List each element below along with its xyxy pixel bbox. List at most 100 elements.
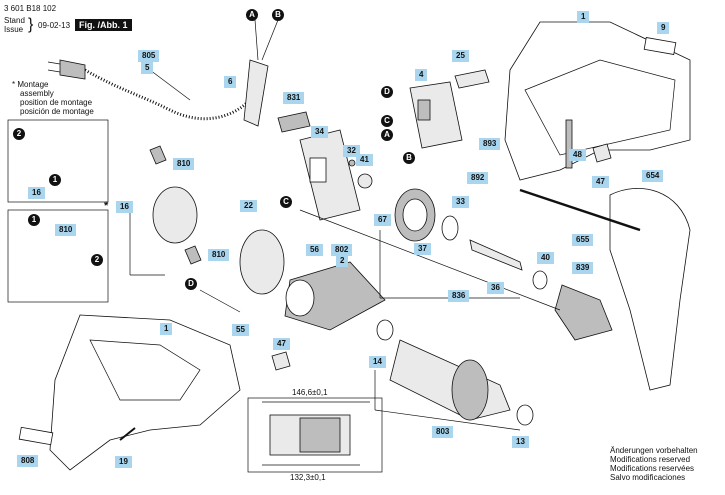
issue-date: 09-02-13 bbox=[38, 21, 71, 30]
cable-guard bbox=[243, 59, 269, 127]
label-808 bbox=[18, 426, 54, 446]
callout-6: 6 bbox=[224, 76, 237, 88]
part-47-bottom bbox=[271, 351, 291, 371]
marker-b-switch: B bbox=[403, 152, 415, 164]
marker-step-1-top: 1 bbox=[49, 174, 61, 186]
callout-839: 839 bbox=[572, 262, 594, 274]
footer-line-3: Modifications reservées bbox=[610, 464, 695, 473]
callout-9: 9 bbox=[657, 22, 670, 34]
assembly-note-3: position de montage bbox=[20, 98, 93, 107]
callout-2: 2 bbox=[336, 255, 349, 267]
callout-810-c: 810 bbox=[208, 249, 230, 261]
callout-803: 803 bbox=[432, 426, 454, 438]
footer-line-4: Salvo modificaciones bbox=[610, 473, 686, 482]
label-9 bbox=[643, 37, 677, 55]
callout-16-b: 16 bbox=[116, 201, 133, 213]
brush-810-top bbox=[149, 145, 167, 165]
callout-836: 836 bbox=[448, 290, 470, 302]
bearing-41 bbox=[357, 173, 373, 189]
marker-d-wire: D bbox=[185, 278, 197, 290]
dimension-bottom: 132,3±0,1 bbox=[290, 473, 326, 482]
part-number: 3 601 B18 102 bbox=[4, 4, 57, 13]
callout-19: 19 bbox=[115, 456, 132, 468]
callout-33: 33 bbox=[452, 196, 469, 208]
depth-rod-655 bbox=[519, 188, 641, 232]
aux-handle-654 bbox=[609, 188, 691, 391]
callout-55: 55 bbox=[232, 324, 249, 336]
callout-655: 655 bbox=[572, 234, 594, 246]
callout-5: 5 bbox=[141, 62, 154, 74]
stand-label: Stand bbox=[4, 16, 25, 25]
star-marker: * bbox=[104, 200, 109, 212]
assembly-note-2: assembly bbox=[20, 89, 54, 98]
brush-plate bbox=[239, 229, 285, 295]
callout-14: 14 bbox=[369, 356, 386, 368]
callout-32: 32 bbox=[343, 145, 360, 157]
marker-a-top: A bbox=[246, 9, 258, 21]
inset-box-top bbox=[7, 119, 109, 203]
callout-892: 892 bbox=[467, 172, 489, 184]
armature-803 bbox=[389, 339, 511, 421]
callout-36: 36 bbox=[487, 282, 504, 294]
gear-plate-34 bbox=[299, 129, 361, 221]
power-cable bbox=[84, 68, 252, 121]
switch-25 bbox=[454, 69, 490, 89]
plug-pin-2 bbox=[47, 69, 61, 73]
ball-32 bbox=[348, 159, 356, 167]
plug-body bbox=[59, 59, 86, 80]
dimension-box bbox=[247, 397, 383, 473]
brace: } bbox=[28, 16, 34, 33]
assembly-note-1: * Montage bbox=[12, 80, 49, 89]
screw-19 bbox=[119, 427, 136, 441]
callout-13: 13 bbox=[512, 436, 529, 448]
callout-810-b: 810 bbox=[55, 224, 77, 236]
bearing-37 bbox=[441, 215, 459, 241]
marker-c-switch: C bbox=[381, 115, 393, 127]
callout-808: 808 bbox=[17, 455, 39, 467]
assembly-note-4: posición de montage bbox=[20, 107, 94, 116]
bearing-13 bbox=[516, 404, 534, 426]
issue-label: Issue bbox=[4, 25, 24, 34]
callout-48: 48 bbox=[569, 149, 586, 161]
callout-16-a: 16 bbox=[28, 187, 45, 199]
callout-810-a: 810 bbox=[173, 158, 195, 170]
marker-c-wire: C bbox=[280, 196, 292, 208]
inset-box-bottom bbox=[7, 209, 109, 303]
callout-37: 37 bbox=[414, 243, 431, 255]
part-47-top bbox=[592, 143, 612, 163]
callout-47-b: 47 bbox=[273, 338, 290, 350]
chuck-839 bbox=[554, 284, 613, 341]
marker-b-top: B bbox=[272, 9, 284, 21]
housing-half-bottom bbox=[49, 314, 241, 471]
marker-step-1-bottom: 1 bbox=[28, 214, 40, 226]
callout-47-a: 47 bbox=[592, 176, 609, 188]
brush-ring-16 bbox=[152, 186, 198, 244]
dimension-top: 146,6±0,1 bbox=[292, 388, 328, 397]
figure-label: Fig. /Abb. 1 bbox=[75, 19, 132, 31]
washer-40 bbox=[532, 270, 548, 290]
callout-893: 893 bbox=[479, 138, 501, 150]
callout-654: 654 bbox=[642, 170, 664, 182]
callout-25: 25 bbox=[452, 50, 469, 62]
brush-810-bottom bbox=[184, 245, 202, 265]
callout-802: 802 bbox=[331, 244, 353, 256]
part-831 bbox=[277, 111, 311, 133]
callout-41: 41 bbox=[356, 154, 373, 166]
callout-4: 4 bbox=[415, 69, 428, 81]
callout-56: 56 bbox=[306, 244, 323, 256]
marker-d-switch: D bbox=[381, 86, 393, 98]
marker-step-2-bottom: 2 bbox=[91, 254, 103, 266]
switch-module bbox=[409, 81, 463, 149]
callout-831: 831 bbox=[283, 92, 305, 104]
callout-1-bottom: 1 bbox=[160, 323, 173, 335]
callout-22: 22 bbox=[240, 200, 257, 212]
callout-805: 805 bbox=[138, 50, 160, 62]
callout-40: 40 bbox=[537, 252, 554, 264]
marker-a-switch: A bbox=[381, 129, 393, 141]
plug-pin-1 bbox=[47, 61, 61, 65]
callout-34: 34 bbox=[311, 126, 328, 138]
spindle-36 bbox=[469, 239, 523, 271]
callout-67: 67 bbox=[374, 214, 391, 226]
